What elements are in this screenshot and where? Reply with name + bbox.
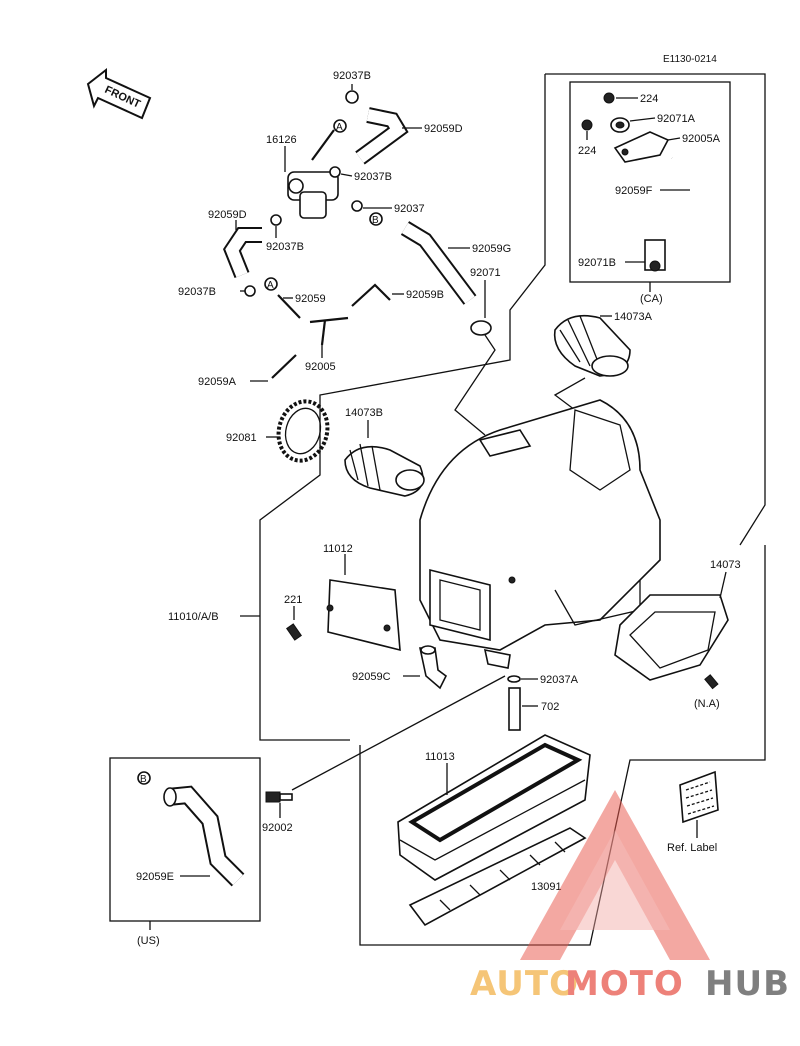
part-14073-duct (614, 571, 729, 681)
label-16126: 16126 (266, 134, 297, 146)
part-92059D-left-hose (223, 220, 262, 278)
label-11013: 11013 (425, 751, 455, 763)
label-92071: 92071 (470, 267, 501, 279)
label-92037A: 92037A (540, 674, 579, 686)
ca-224-left-bolt (581, 119, 593, 140)
part-702-tube (508, 687, 538, 731)
label-92037: 92037 (394, 203, 425, 215)
part-13091-element (408, 827, 587, 927)
label-221: 221 (284, 594, 302, 606)
us-box (109, 757, 261, 922)
label-92071B: 92071B (578, 257, 616, 269)
label-92059G: 92059G (472, 243, 511, 255)
label-92081: 92081 (226, 432, 257, 444)
ca-92071B-fitting (625, 239, 666, 272)
part-92037B-left-clamp (240, 285, 256, 297)
part-14073B-duct (344, 420, 425, 497)
label-92005A: 92005A (682, 133, 721, 145)
label-92059E: 92059E (136, 871, 174, 883)
part-92059C-elbow (403, 645, 448, 690)
ca-92005A-valve (613, 131, 681, 163)
label-224-top: 224 (640, 93, 658, 105)
part-11013-filter (397, 734, 591, 881)
label-224-left: 224 (578, 145, 596, 157)
marker-B-top: B (369, 212, 383, 226)
front-arrow-icon: FRONT (86, 67, 152, 120)
part-92081-gasket (266, 399, 330, 463)
part-92037A-clip (507, 675, 538, 683)
watermark-moto: MOTO (565, 964, 684, 1004)
label-13091: 13091 (531, 881, 562, 893)
part-92059A-hose (250, 354, 297, 382)
label-ref-label: Ref. Label (667, 842, 717, 854)
marker-A-top: A (311, 119, 347, 161)
part-11012-cover (326, 554, 401, 652)
label-92037B-left: 92037B (178, 286, 216, 298)
svg-text:A: A (267, 280, 274, 291)
part-221-screw (286, 606, 302, 641)
part-92037-clamp (351, 200, 392, 212)
label-92037B-mid: 92037B (354, 171, 392, 183)
part-92005-tee (309, 316, 349, 358)
label-92005: 92005 (305, 361, 336, 373)
label-11012: 11012 (323, 543, 353, 555)
main-frame-top-right (545, 73, 766, 546)
ca-92059F-hose (660, 154, 706, 248)
label-92059: 92059 (295, 293, 326, 305)
us-title: (US) (137, 935, 160, 947)
part-14073A-duct (553, 314, 631, 377)
label-92059C: 92059C (352, 671, 391, 683)
label-92037B-lower: 92037B (266, 241, 304, 253)
diagram-code: E1130-0214 (663, 54, 717, 65)
label-11010-A-B: 11010/A/B (168, 611, 219, 623)
ca-title: (CA) (640, 293, 663, 305)
part-92037B-mid-clamp (329, 166, 353, 178)
label-92059B: 92059B (406, 289, 444, 301)
part-na-screw (704, 674, 719, 690)
part-92059B-hose (351, 283, 404, 307)
label-14073A: 14073A (614, 311, 653, 323)
marker-B-us: B (137, 771, 151, 785)
label-92059A: 92059A (198, 376, 237, 388)
ref-label-icon (679, 770, 719, 838)
label-92037B-top: 92037B (333, 70, 371, 82)
watermark-hub: HUB (705, 964, 790, 1004)
part-92037B-lower-clamp (270, 214, 282, 238)
label-14073B: 14073B (345, 407, 383, 419)
part-92071-grommet (470, 280, 492, 336)
label-NA: (N.A) (694, 698, 720, 710)
label-702: 702 (541, 701, 559, 713)
marker-A-left: A (264, 277, 301, 319)
main-frame-left (259, 74, 546, 741)
ca-224-top-bolt (603, 92, 638, 104)
watermark-auto: AUTO (470, 964, 579, 1004)
ca-92071A-grommet (610, 117, 656, 133)
part-92059G-hose (400, 221, 477, 305)
part-92002-bolt (265, 791, 293, 818)
svg-text:B: B (140, 774, 147, 785)
label-92059F: 92059F (615, 185, 653, 197)
svg-text:A: A (336, 122, 343, 133)
part-16126-valve (284, 146, 339, 219)
label-14073: 14073 (710, 559, 741, 571)
part-92059D-top-hose (355, 107, 422, 165)
air-box-housing (419, 399, 661, 669)
svg-text:B: B (372, 215, 379, 226)
part-92059E-hose (163, 785, 245, 887)
part-92037B-top-clamp (345, 84, 359, 104)
automotohub-watermark-logo: AUTO MOTO HUB (470, 790, 790, 1004)
label-92071A: 92071A (657, 113, 696, 125)
label-92059D-left: 92059D (208, 209, 247, 221)
label-92059D-top: 92059D (424, 123, 463, 135)
label-92002: 92002 (262, 822, 293, 834)
